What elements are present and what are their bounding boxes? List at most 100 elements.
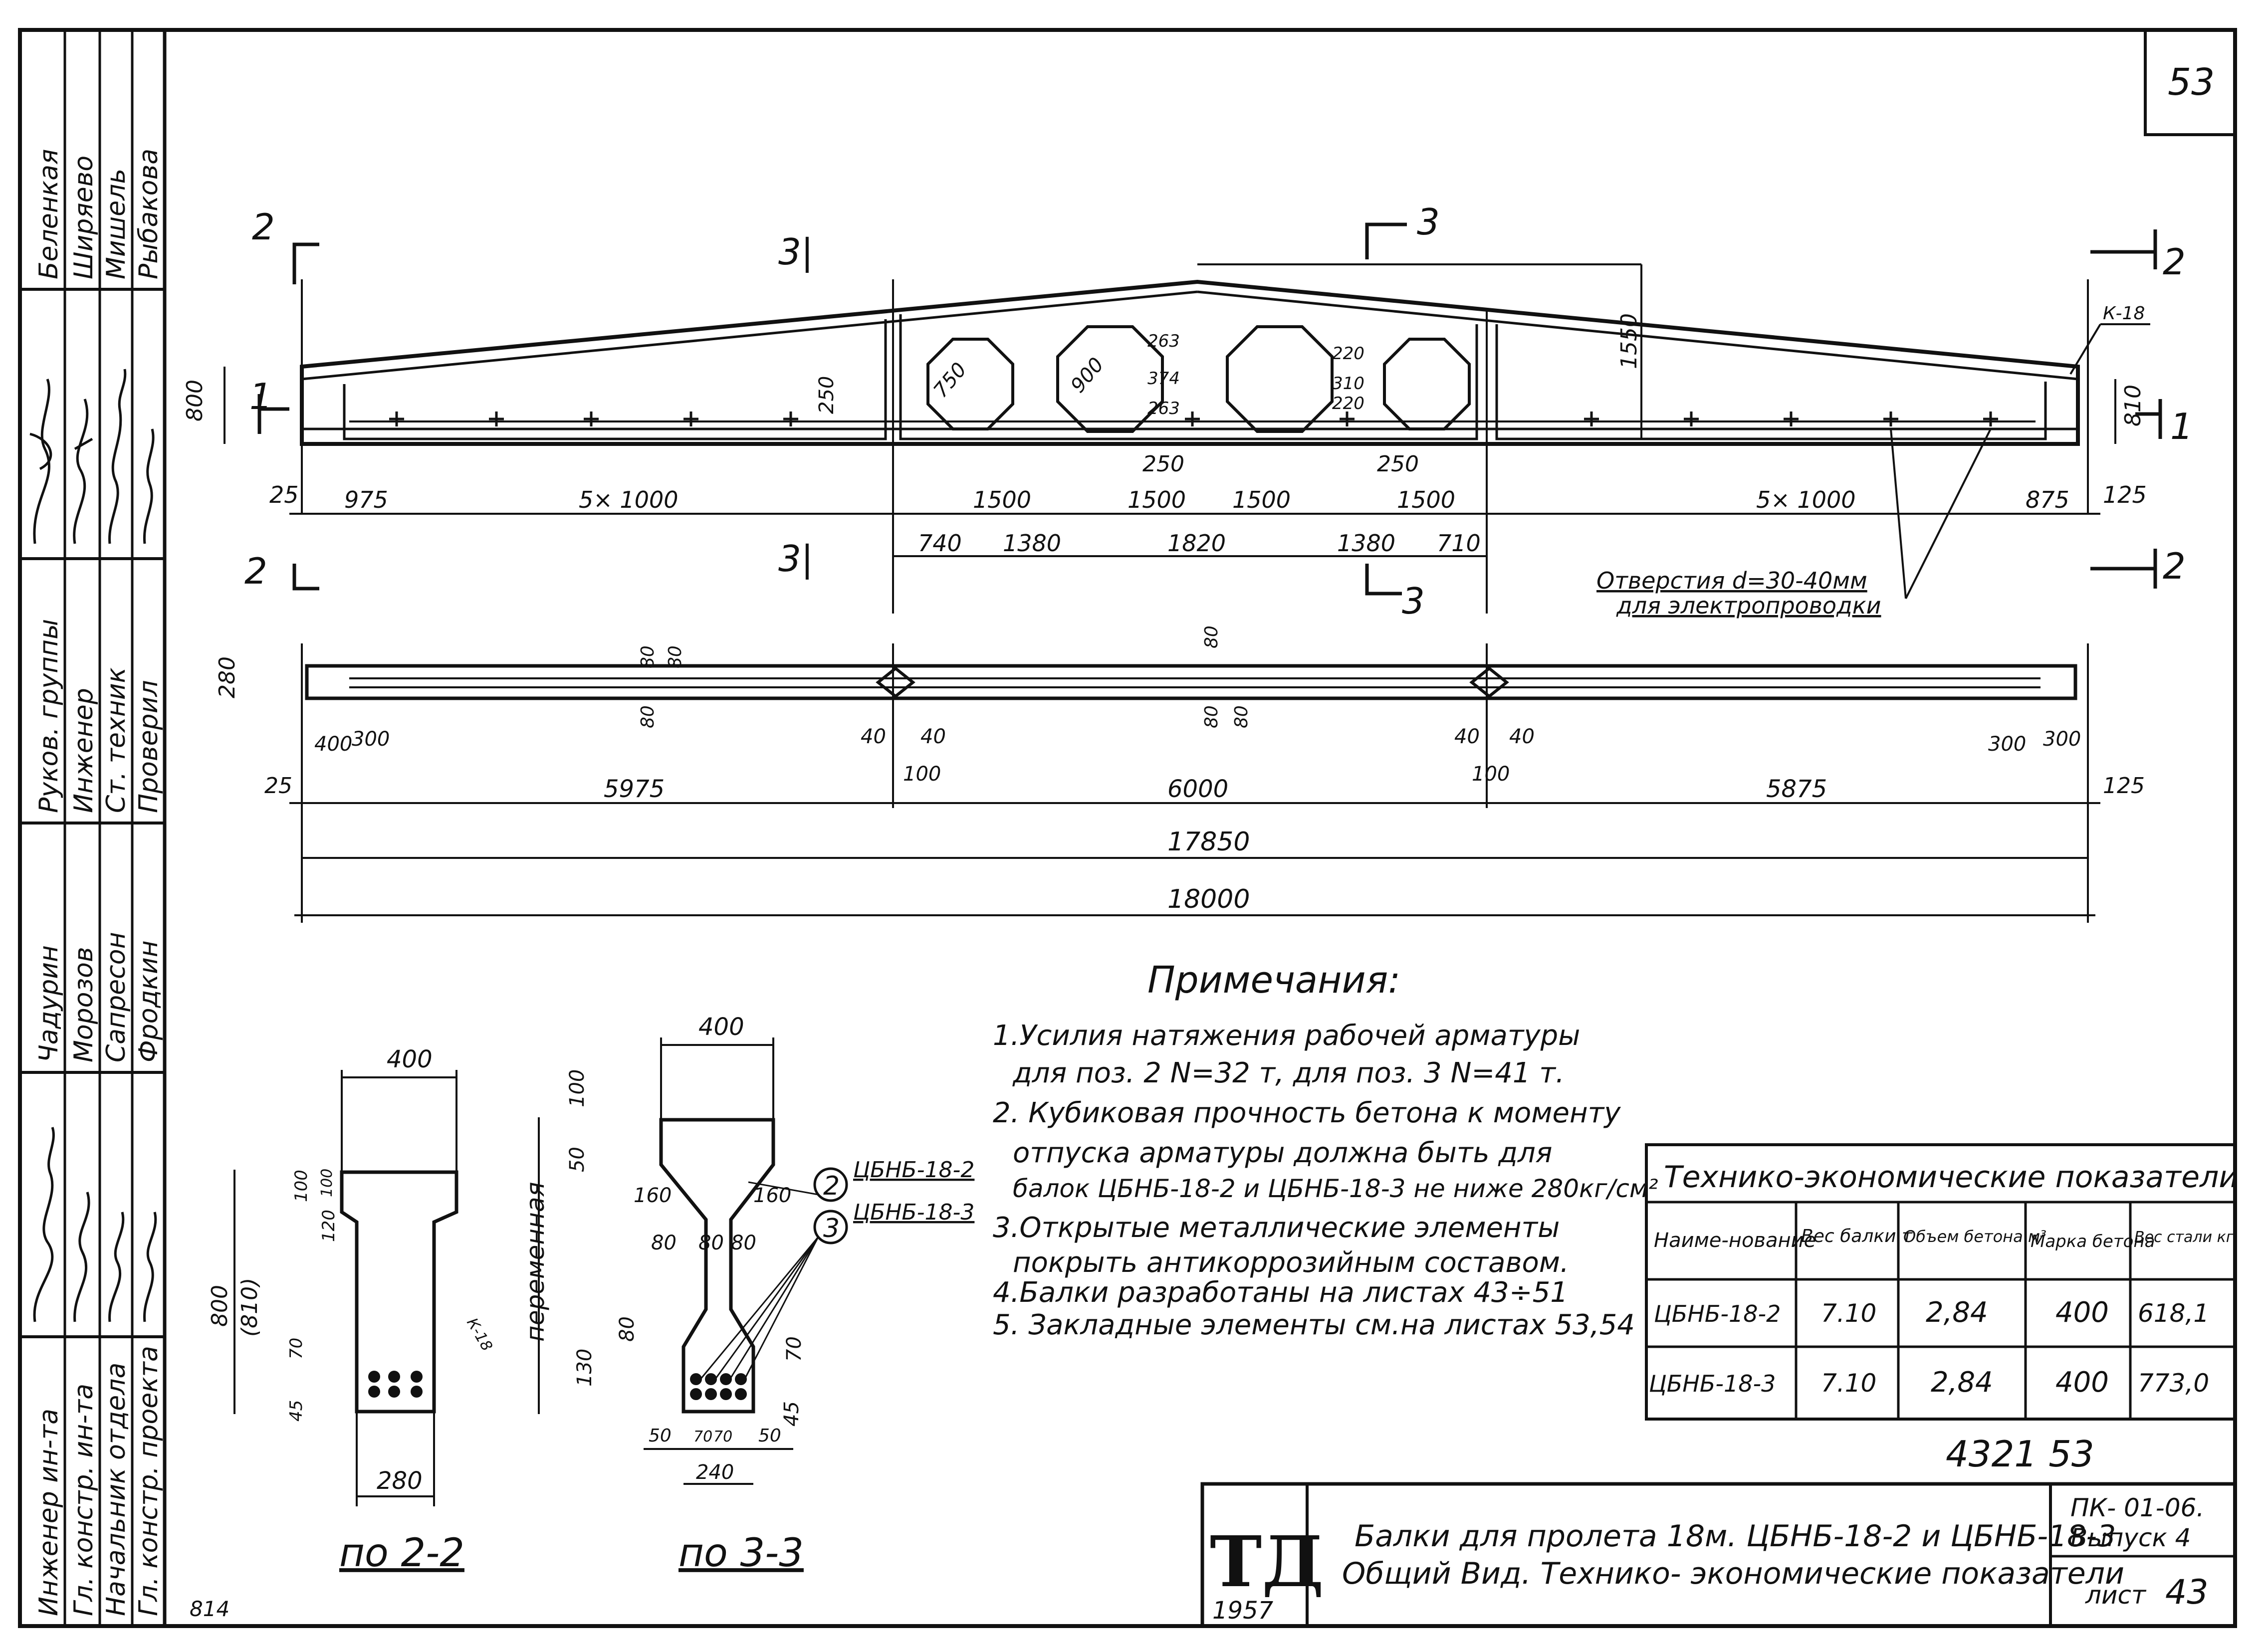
plan-joint-40-a: 40 bbox=[861, 725, 886, 748]
table-r2-volume: 2,84 bbox=[1931, 1366, 1993, 1399]
s33-rebar bbox=[690, 1373, 747, 1400]
title-sheet-label: лист bbox=[2085, 1581, 2147, 1610]
table-r1-steel: 618,1 bbox=[2138, 1299, 2209, 1328]
s22-dim-45: 45 bbox=[286, 1400, 306, 1422]
plan-dim-80-b: 80 bbox=[665, 645, 685, 668]
sheet-frame bbox=[18, 28, 2237, 1628]
plan-dim-80-c: 80 bbox=[638, 705, 658, 728]
s33-dim-100: 100 bbox=[566, 1069, 589, 1107]
stamp-name-mishel: Мишель bbox=[101, 169, 131, 279]
table-title: Технико-экономические показатели bbox=[1664, 1160, 2238, 1195]
dim-710: 710 bbox=[1437, 530, 1481, 557]
stamp-role-engineer-inst: Инженер ин-та bbox=[34, 1409, 64, 1616]
under-dim-250-a: 250 bbox=[1142, 451, 1184, 477]
beam-plan: 280 80 80 80 80 80 80 400 300 300 300 40… bbox=[215, 625, 2145, 923]
s22-dim-280: 280 bbox=[377, 1467, 423, 1495]
s22-rebar bbox=[368, 1371, 423, 1398]
dim-25-left: 25 bbox=[269, 481, 299, 508]
table-header-weight: Вес балки т bbox=[1801, 1226, 1913, 1246]
section-2-2-caption: по 2-2 bbox=[339, 1531, 464, 1576]
stamp-name-belenkaya: Беленкая bbox=[34, 149, 64, 279]
plan-dim-80-d: 80 bbox=[1201, 625, 1222, 648]
note-line-8: 4.Балки разработаны на листах 43÷51 bbox=[993, 1276, 1568, 1309]
title-issue: Выпуск 4 bbox=[2070, 1523, 2191, 1552]
section-2-2: 400 800 (810) 100 100 120 70 45 280 К-18… bbox=[207, 1045, 496, 1576]
table-r1-grade: 400 bbox=[2055, 1296, 2109, 1329]
plan-dim-80-e: 80 bbox=[1201, 705, 1222, 728]
notes-block: Примечания: 1.Усилия натяжения рабочей а… bbox=[993, 959, 1658, 1341]
plan-joint-40-d: 40 bbox=[1509, 725, 1535, 748]
title-year: 1957 bbox=[1212, 1597, 1274, 1625]
dim-1500-d: 1500 bbox=[1397, 486, 1455, 513]
dim-125-right: 125 bbox=[2103, 481, 2147, 508]
plan-joint-100-a: 100 bbox=[903, 763, 941, 786]
s33-dim-400: 400 bbox=[698, 1013, 744, 1041]
hole-dim-220-top: 220 bbox=[1332, 344, 1364, 364]
table-r2-name: ЦБНБ-18-3 bbox=[1649, 1370, 1776, 1397]
note-line-7: покрыть антикоррозийным составом. bbox=[1013, 1246, 1569, 1279]
callout-num-3: 3 bbox=[823, 1214, 840, 1243]
plan-end-300-left: 300 bbox=[352, 728, 390, 751]
section-mark-3-bottom: 3 bbox=[1402, 580, 1425, 622]
hole-dia-900: 900 bbox=[1066, 353, 1108, 397]
dim-1500-b: 1500 bbox=[1128, 486, 1186, 513]
signature-1 bbox=[29, 379, 52, 544]
plan-dim-18000: 18000 bbox=[1167, 884, 1250, 914]
stamp-role-senior-technician: Ст. техник bbox=[101, 667, 131, 813]
plan-node-left bbox=[876, 666, 915, 698]
cut-label-3-1-top: 3| bbox=[778, 231, 813, 273]
stamp-role-chief-constr-inst: Гл. констр. ин-та bbox=[69, 1384, 99, 1616]
signature-3 bbox=[108, 369, 127, 544]
signature-4 bbox=[143, 428, 155, 544]
s33-dim-160-b: 160 bbox=[753, 1184, 791, 1207]
note-line-6: 3.Открытые металлические элементы bbox=[993, 1212, 1560, 1244]
s33-side-label: переменная bbox=[521, 1182, 550, 1342]
hole-octagon-3 bbox=[1226, 325, 1334, 433]
callout-label-3: ЦБНБ-18-3 bbox=[853, 1200, 974, 1225]
web-panel-middle bbox=[899, 314, 1478, 440]
dim-810-elev: 810 bbox=[2120, 385, 2146, 426]
s33-dim-50: 50 bbox=[566, 1147, 589, 1172]
plan-dim-5875: 5875 bbox=[1766, 775, 1827, 803]
plan-end-300-r2: 300 bbox=[2043, 728, 2081, 751]
stamp-name-morozov: Морозов bbox=[69, 947, 99, 1062]
plan-end-300-r1: 300 bbox=[1988, 733, 2026, 756]
hole-dim-263-bot: 263 bbox=[1147, 399, 1180, 418]
hole-dim-374: 374 bbox=[1147, 369, 1180, 389]
dim-1500-a: 1500 bbox=[973, 486, 1031, 513]
callout-label-2: ЦБНБ-18-2 bbox=[853, 1157, 974, 1183]
table-r2-steel: 773,0 bbox=[2138, 1369, 2209, 1398]
title-logo: ТД bbox=[1210, 1521, 1324, 1603]
s33-dim-80-b: 80 bbox=[698, 1232, 724, 1254]
dim-1380-a: 1380 bbox=[1003, 530, 1061, 557]
s22-dim-100-b: 100 bbox=[318, 1169, 336, 1197]
title-line-1: Балки для пролета 18м. ЦБНБ-18-2 и ЦБНБ-… bbox=[1355, 1519, 2116, 1554]
signature-2 bbox=[73, 399, 93, 544]
stamp-name-rybakova: Рыбакова bbox=[134, 149, 164, 279]
signature-6 bbox=[73, 1192, 90, 1322]
plan-dim-80-f: 80 bbox=[1231, 705, 1252, 728]
dim-1550: 1550 bbox=[1616, 313, 1642, 369]
s33-dim-70-b: 70 bbox=[713, 1428, 732, 1445]
stamp-role-chief-constr-project: Гл. констр. проекта bbox=[134, 1346, 164, 1616]
s33-dim-80-d: 80 bbox=[616, 1316, 639, 1342]
stamp-name-saperson: Сапресон bbox=[101, 932, 131, 1062]
title-series: ПК- 01-06. bbox=[2070, 1493, 2204, 1522]
section-mark-3-top: 3 bbox=[1417, 201, 1440, 243]
table-r1-name: ЦБНБ-18-2 bbox=[1654, 1300, 1781, 1327]
hole-dim-310: 310 bbox=[1332, 374, 1364, 394]
plan-node-right bbox=[1469, 666, 1509, 698]
web-panel-right bbox=[1495, 324, 2047, 440]
s33-dim-80-c: 80 bbox=[731, 1232, 756, 1254]
table-header-name: Наиме-нование bbox=[1654, 1229, 1816, 1252]
hole-dim-220-bot: 220 bbox=[1332, 394, 1364, 413]
plan-joint-40-c: 40 bbox=[1454, 725, 1480, 748]
holes-note-line2: для электропроводки bbox=[1616, 592, 1881, 619]
s33-dim-240: 240 bbox=[696, 1461, 734, 1484]
cut-label-3-1-bottom: 3| bbox=[778, 538, 813, 580]
title-sheet-number: 43 bbox=[2165, 1573, 2209, 1612]
table-r2-weight: 7.10 bbox=[1821, 1369, 1876, 1398]
signature-7 bbox=[108, 1212, 125, 1322]
stamp-role-head-group: Руков. группы bbox=[34, 619, 64, 813]
plan-dim-80-a: 80 bbox=[638, 645, 658, 668]
